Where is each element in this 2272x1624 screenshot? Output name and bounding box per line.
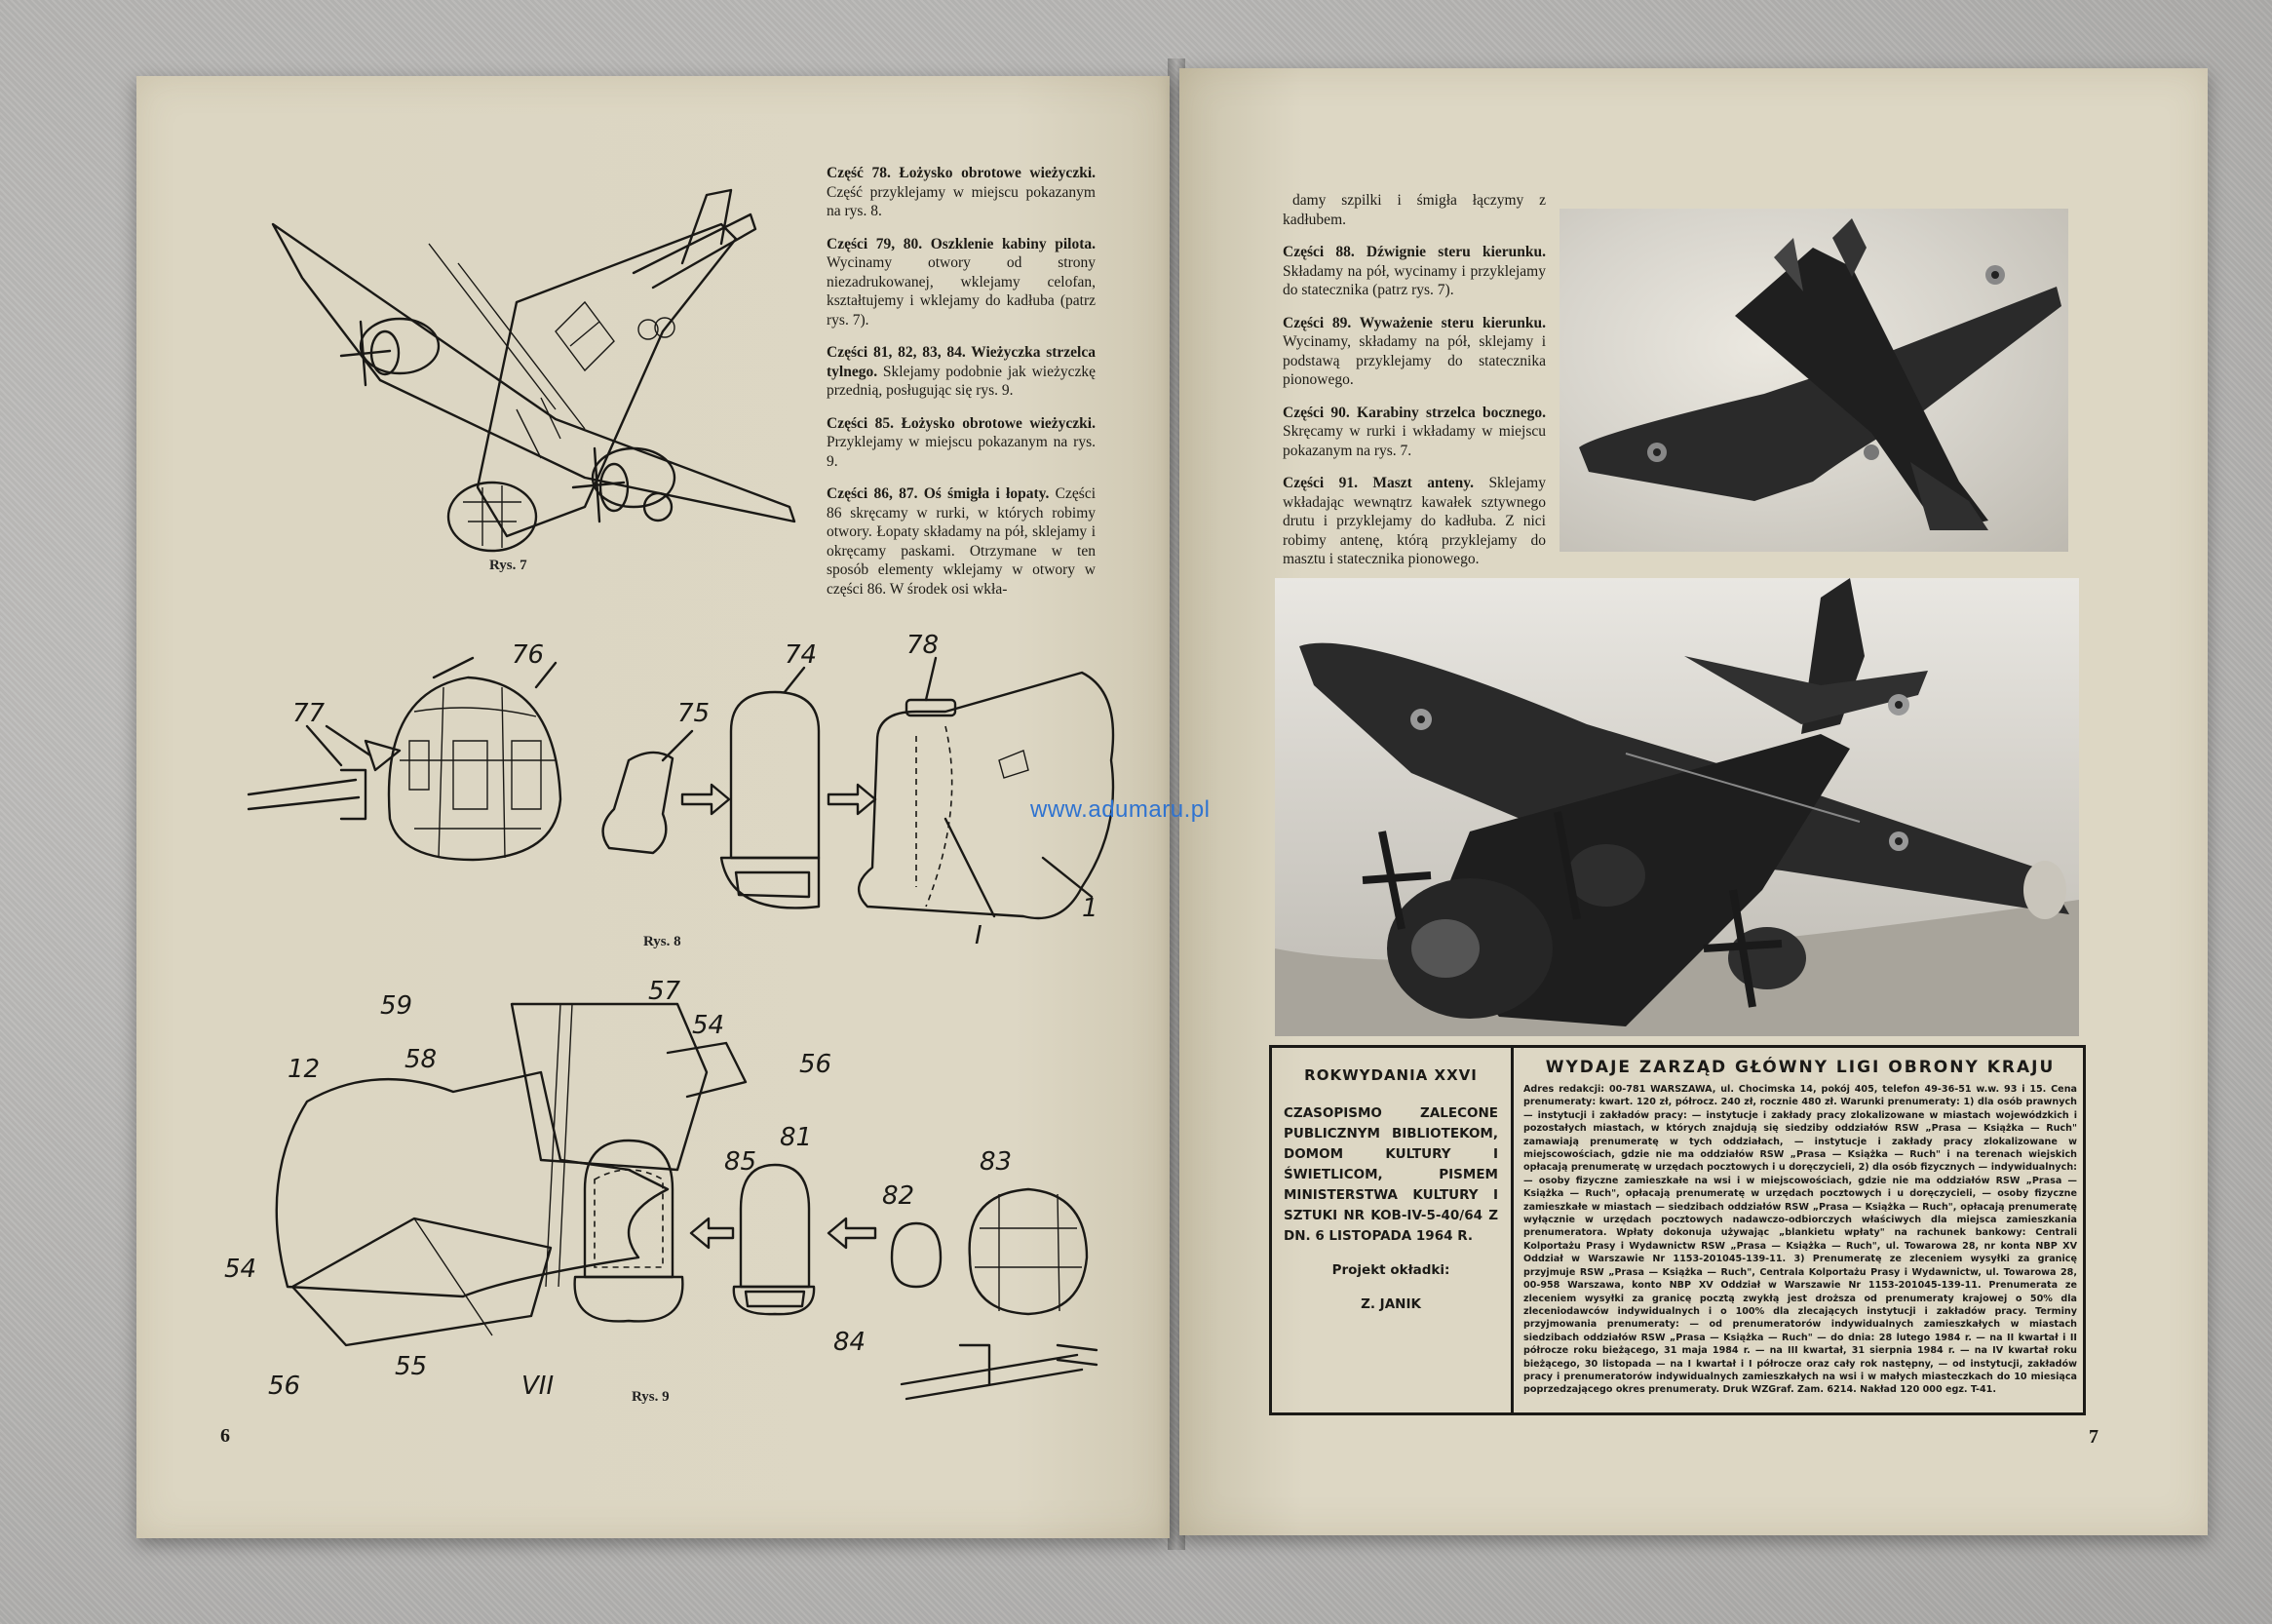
part-86-87: Części 86, 87. Oś śmigła i łopaty. Częśc… [827, 485, 1096, 598]
label-85: 85 [724, 1147, 756, 1177]
part-78: Część 78. Łożysko obrotowe wieżyczki. Cz… [827, 165, 1096, 219]
fig7-caption: Rys. 7 [489, 558, 527, 573]
part-90: Części 90. Karabiny strzelca bocznego. S… [1283, 404, 1546, 459]
label-58: 58 [404, 1045, 437, 1074]
publication-info-box: ROKWYDANIA XXVI CZASOPISMO ZALECONE PUBL… [1269, 1045, 2086, 1415]
label-54-bottom: 54 [224, 1255, 256, 1284]
fig8-caption: Rys. 8 [643, 934, 681, 949]
fig7-airplane-drawing [271, 188, 796, 553]
label-82: 82 [882, 1181, 914, 1211]
infobox-left-column: ROKWYDANIA XXVI CZASOPISMO ZALECONE PUBL… [1284, 1065, 1498, 1315]
label-59: 59 [380, 991, 412, 1021]
label-VII: VII [521, 1372, 554, 1401]
left-page [136, 76, 1170, 1538]
label-83: 83 [980, 1147, 1012, 1177]
subscription-details: Adres redakcji: 00-781 WARSZAWA, ul. Cho… [1523, 1084, 2077, 1396]
label-55: 55 [395, 1352, 427, 1381]
edition-heading: ROKWYDANIA XXVI [1304, 1066, 1478, 1084]
label-76: 76 [512, 640, 544, 670]
label-74: 74 [785, 640, 817, 670]
watermark-text: www.adumaru.pl [1030, 796, 1211, 823]
cover-design-label: Projekt okładki: [1331, 1262, 1450, 1278]
label-56-top: 56 [799, 1050, 831, 1079]
label-1: 1 [1082, 894, 1098, 923]
label-57: 57 [648, 977, 681, 1006]
label-84: 84 [833, 1328, 866, 1357]
page-number-left: 6 [220, 1425, 230, 1447]
label-78: 78 [906, 631, 939, 660]
label-54-top: 54 [692, 1011, 724, 1040]
label-77: 77 [292, 699, 326, 728]
part-88: Części 88. Dźwignie steru kierunku. Skła… [1283, 244, 1546, 298]
label-I: I [975, 921, 982, 950]
model-photo-bottom [1275, 578, 2079, 1036]
infobox-right-column: WYDAJE ZARZĄD GŁÓWNY LIGI OBRONY KRAJU A… [1523, 1058, 2077, 1397]
left-instructions: Część 78. Łożysko obrotowe wieżyczki. Cz… [827, 164, 1096, 612]
label-75: 75 [677, 699, 710, 728]
part-91: Części 91. Maszt anteny. Sklejamy wkłada… [1283, 475, 1546, 567]
part-89: Części 89. Wyważenie steru kierunku. Wyc… [1283, 314, 1546, 389]
part-79-80: Części 79, 80. Oszklenie kabiny pilota. … [827, 235, 1096, 329]
cover-design-author: Z. JANIK [1361, 1296, 1421, 1312]
publisher-heading: WYDAJE ZARZĄD GŁÓWNY LIGI OBRONY KRAJU [1545, 1058, 2056, 1077]
label-56-bottom: 56 [268, 1372, 300, 1401]
label-12: 12 [288, 1055, 320, 1084]
infobox-divider [1511, 1048, 1514, 1412]
part-85: Części 85. Łożysko obrotowe wieżyczki. P… [827, 414, 1096, 470]
intro-text: damy szpilki i śmigła łączymy z kadłubem… [1283, 192, 1546, 228]
recommendation-text: CZASOPISMO ZALECONE PUBLICZNYM BIBLIOTEK… [1284, 1105, 1498, 1244]
label-81: 81 [780, 1123, 812, 1152]
fig9-caption: Rys. 9 [632, 1389, 670, 1405]
fig9-tail-turret-drawing: 59 57 54 12 58 56 85 81 82 83 54 56 55 V… [224, 977, 1098, 1401]
page-number-right: 7 [2089, 1426, 2099, 1448]
model-photo-top [1560, 209, 2068, 552]
right-instructions: damy szpilki i śmigła łączymy z kadłubem… [1283, 191, 1546, 583]
part-81-84: Części 81, 82, 83, 84. Wieżyczka strzelc… [827, 344, 1096, 399]
fig8-turret-drawing: 77 76 75 74 78 1 I [247, 631, 1115, 950]
